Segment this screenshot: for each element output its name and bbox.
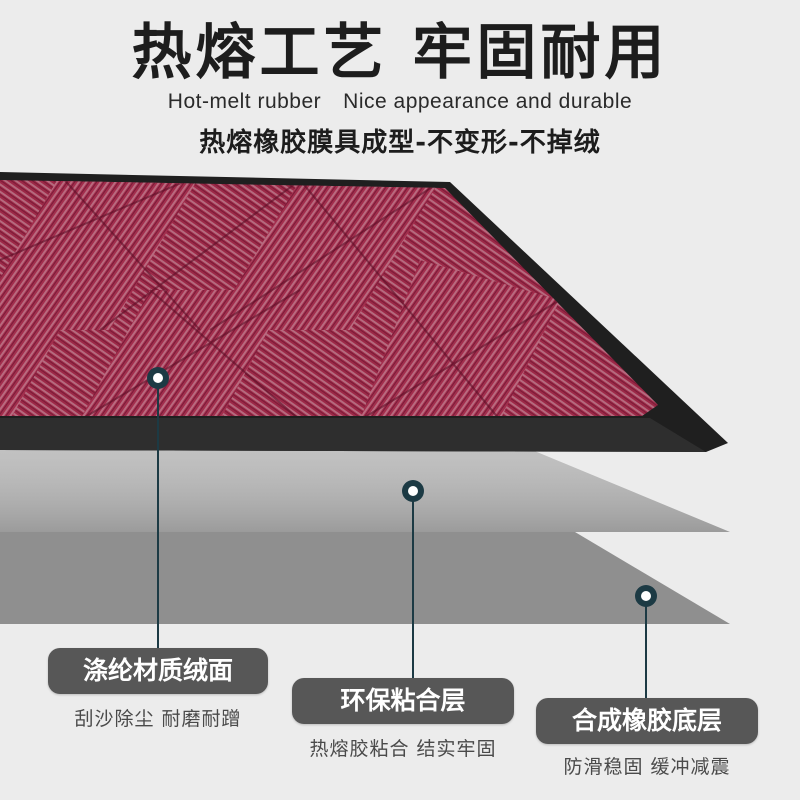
label-adhesive-layer: 环保粘合层 — [292, 678, 514, 724]
english-subtitle: Hot-melt rubber Nice appearance and durab… — [0, 90, 800, 114]
label-rubber-layer: 合成橡胶底层 — [536, 698, 758, 744]
description-rubber-layer: 防滑稳固 缓冲减震 — [563, 756, 731, 778]
marker-fabric — [147, 367, 169, 389]
page-title: 热熔工艺 牢固耐用 — [131, 18, 669, 88]
label-fabric-layer: 涤纶材质绒面 — [48, 648, 268, 694]
polyester-fabric-surface — [0, 180, 658, 416]
description-adhesive-layer: 热熔胶粘合 结实牢固 — [309, 738, 497, 760]
marker-adhesive — [402, 480, 424, 502]
english-subtitle-left: Hot-melt rubber — [167, 90, 322, 113]
marker-rubber — [635, 585, 657, 607]
description-fabric-layer: 刮沙除尘 耐磨耐蹭 — [74, 708, 242, 730]
chinese-subtitle: 热熔橡胶膜具成型-不变形-不掉绒 — [199, 128, 601, 158]
english-subtitle-right: Nice appearance and durable — [343, 90, 633, 113]
rubber-base-layer — [0, 532, 730, 624]
